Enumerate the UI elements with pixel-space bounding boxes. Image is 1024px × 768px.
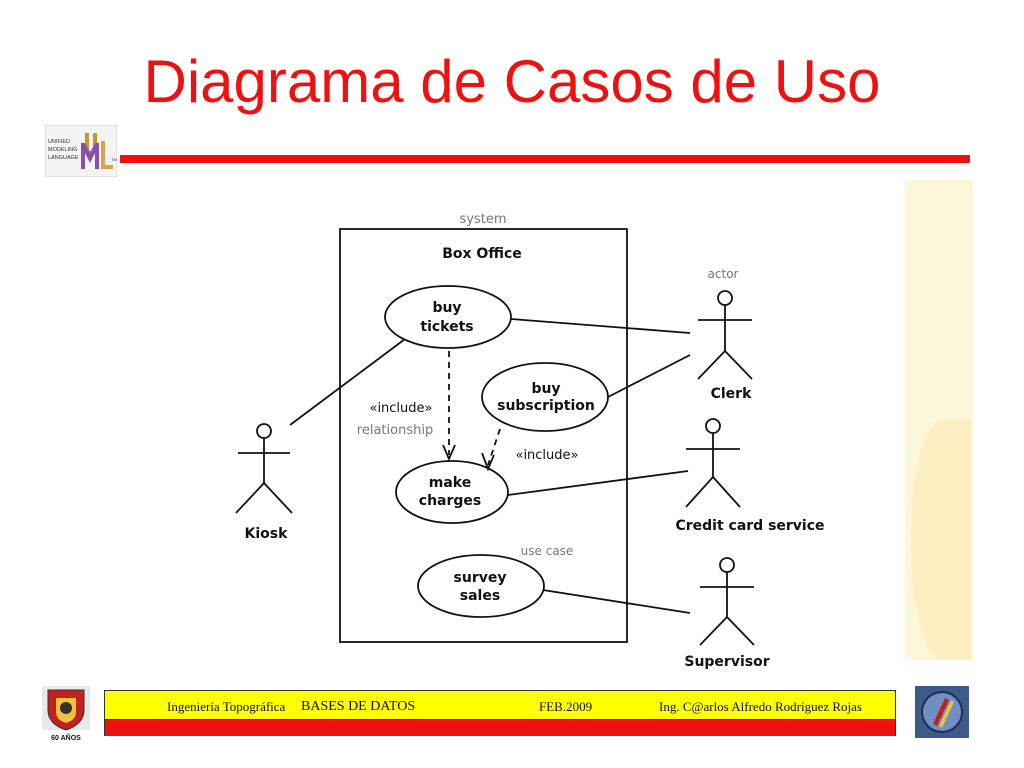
include-arrowhead-left bbox=[442, 444, 456, 462]
use-case-label-sales: sales bbox=[460, 588, 500, 604]
include-label-right: «include» bbox=[515, 448, 578, 463]
footer-author: Ing. C@arlos Alfredo Rodríguez Rojas bbox=[659, 699, 862, 714]
footer-school: Ingeniería Topográfica bbox=[167, 699, 286, 714]
use-case-label-buy: buy bbox=[432, 300, 461, 316]
footer-red-band bbox=[105, 720, 895, 736]
actor-label-clerk: Clerk bbox=[711, 386, 752, 402]
footer-course: BASES DE DATOS bbox=[301, 699, 416, 714]
use-case-make-charges bbox=[395, 460, 509, 524]
faculty-emblem-icon bbox=[915, 686, 969, 738]
footer-bar: Ingeniería Topográfica BASES DE DATOS FE… bbox=[104, 690, 896, 736]
include-arrow-right bbox=[487, 428, 501, 466]
background-decoration bbox=[905, 180, 973, 660]
actor-annotation: actor bbox=[708, 267, 739, 281]
use-case-diagram: system Box Office actor use case relatio… bbox=[235, 212, 825, 670]
use-case-buy-subscription bbox=[481, 362, 609, 432]
slide-title: Diagrama de Casos de Uso bbox=[143, 48, 881, 115]
logo-line-1: UNIFIED bbox=[48, 139, 70, 145]
uml-logo: UNIFIED MODELING LANGUAGE TM bbox=[45, 125, 117, 177]
actor-label-kiosk: Kiosk bbox=[245, 526, 289, 542]
system-name: Box Office bbox=[442, 246, 522, 262]
assoc-clerk-buy-tickets bbox=[510, 318, 691, 334]
use-case-label-tickets: tickets bbox=[420, 319, 473, 335]
actor-clerk bbox=[697, 290, 753, 380]
logo-line-2: MODELING bbox=[48, 147, 77, 153]
assoc-kiosk-buy-tickets bbox=[289, 338, 406, 426]
actor-supervisor bbox=[699, 557, 755, 646]
system-label: system bbox=[460, 212, 507, 227]
actor-kiosk bbox=[235, 423, 293, 514]
footer-date: FEB.2009 bbox=[539, 699, 593, 714]
assoc-credit-make-charges bbox=[507, 470, 689, 496]
system-boundary bbox=[339, 228, 628, 643]
use-case-annotation: use case bbox=[521, 544, 574, 558]
assoc-clerk-buy-subscription bbox=[607, 354, 691, 398]
use-case-survey-sales bbox=[417, 554, 545, 618]
use-case-buy-tickets bbox=[384, 285, 512, 349]
actor-credit-card-service bbox=[685, 418, 741, 508]
include-arrowhead-right bbox=[481, 452, 495, 472]
title-rule bbox=[120, 155, 970, 163]
use-case-label-survey: survey bbox=[454, 570, 507, 586]
use-case-label-make: make bbox=[429, 475, 471, 491]
assoc-supervisor-survey-sales bbox=[542, 589, 691, 614]
actor-label-supervisor: Supervisor bbox=[684, 654, 769, 670]
use-case-label-charges: charges bbox=[419, 493, 481, 509]
university-shield-icon: 60 AÑOS bbox=[42, 686, 90, 742]
logo-line-3: LANGUAGE bbox=[48, 155, 79, 161]
use-case-label-buy-2: buy bbox=[531, 381, 560, 397]
relationship-annotation: relationship bbox=[357, 423, 433, 438]
use-case-label-subscription: subscription bbox=[497, 398, 595, 414]
logo-tm: TM bbox=[111, 157, 117, 162]
badge-years: 60 AÑOS bbox=[51, 733, 81, 742]
include-label-left: «include» bbox=[369, 401, 432, 416]
actor-label-credit-card: Credit card service bbox=[675, 518, 824, 534]
footer-yellow-band: Ingeniería Topográfica BASES DE DATOS FE… bbox=[105, 691, 895, 720]
